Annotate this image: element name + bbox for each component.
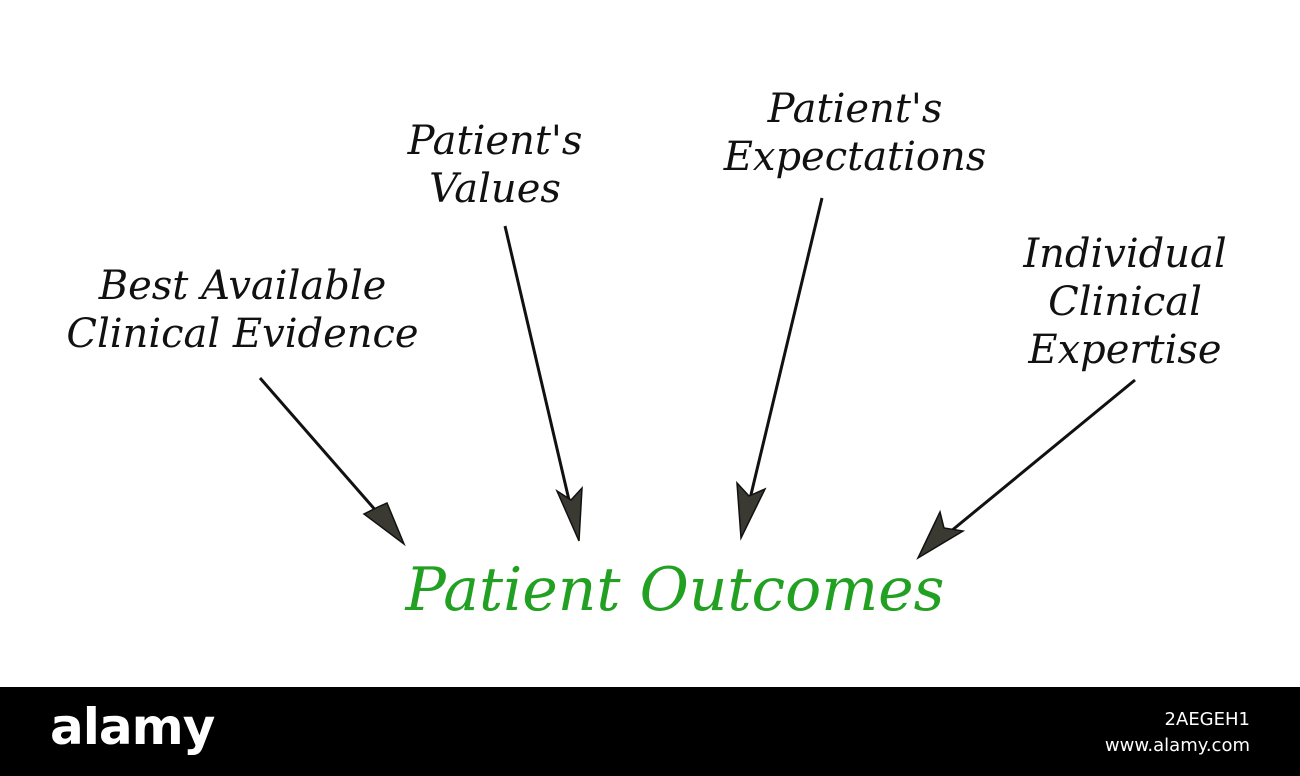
input-individual-clinical-expertise: Individual Clinical Expertise [975, 230, 1275, 374]
input-label-line: Patient's [767, 86, 943, 132]
input-label-line: Expectations [723, 134, 987, 180]
input-patients-values: Patient's Values [370, 117, 620, 213]
input-patients-expectations: Patient's Expectations [690, 85, 1020, 181]
input-label-line: Expertise [1028, 327, 1222, 373]
watermark-footer: alamy 2AEGEH1 www.alamy.com [0, 687, 1300, 776]
brand-logo: alamy [50, 698, 215, 756]
arrow-expertise-to-outcome [916, 378, 1136, 560]
input-label-line: Clinical [1048, 279, 1202, 325]
arrow-values-to-outcome [503, 225, 583, 542]
site-url: www.alamy.com [1104, 735, 1250, 756]
arrow-expectations-to-outcome [736, 197, 824, 541]
input-label-line: Best Available [98, 263, 387, 309]
image-id-label: 2AEGEH1 [1164, 709, 1250, 730]
input-label-line: Clinical Evidence [66, 311, 419, 357]
outcome-patient-outcomes: Patient Outcomes [405, 555, 945, 625]
input-best-available-clinical-evidence: Best Available Clinical Evidence [20, 262, 465, 358]
input-label-line: Individual [1023, 231, 1227, 277]
input-label-line: Values [429, 166, 561, 212]
arrow-evidence-to-outcome [258, 377, 406, 547]
arrows-layer [258, 197, 1136, 560]
input-label-line: Patient's [407, 118, 583, 164]
